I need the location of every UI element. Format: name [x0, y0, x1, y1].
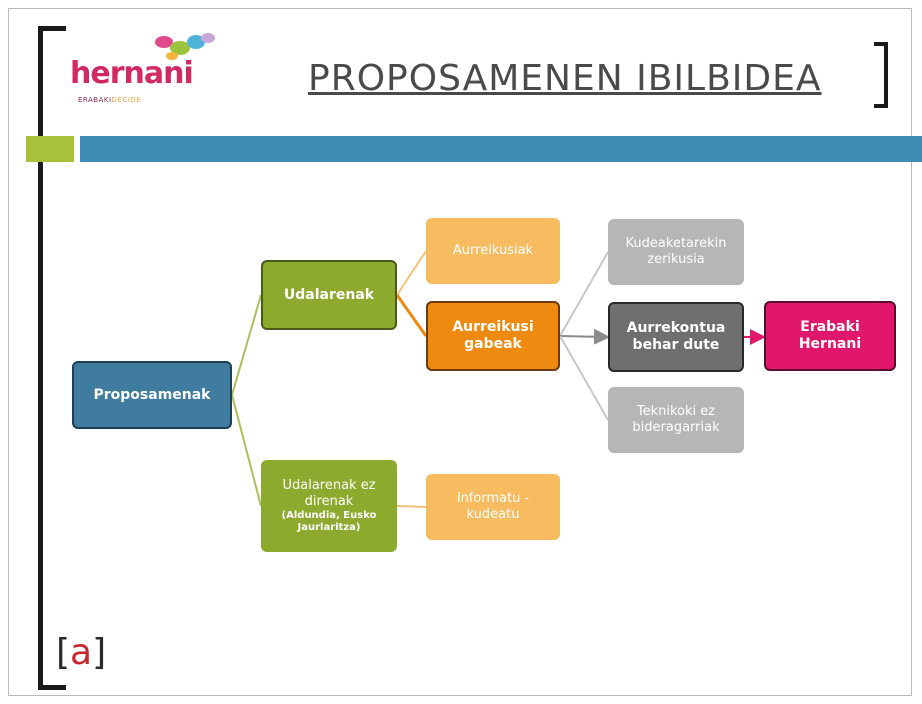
page-title: PROPOSAMENEN IBILBIDEA	[308, 58, 822, 99]
node-udalarenak-ez-label: Udalarenak ez direnak	[282, 478, 376, 509]
node-erabaki-hernani: Erabaki Hernani	[764, 301, 896, 371]
node-kudeaketarekin-zerikusia: Kudeaketarekin zerikusia	[608, 219, 744, 285]
connector-prop-udal	[231, 294, 262, 396]
node-udalarenak-ez-sub: (Aldundia, Eusko Jaurlaritza)	[281, 509, 377, 533]
accent-band-blue	[80, 136, 922, 162]
connector-aurreg-aurrek	[559, 328, 610, 345]
connector-udalez-inform	[396, 505, 427, 508]
connector-aurreg-tekni	[559, 335, 609, 421]
slide-frame	[8, 8, 912, 696]
connector-aurreg-kudea	[559, 251, 609, 337]
logo-text: hernani	[70, 56, 194, 91]
logo-subtitle: ERABAKIDECIDE	[78, 96, 142, 104]
node-udalarenak-ez: Udalarenak ez direnak (Aldundia, Eusko J…	[261, 460, 397, 552]
left-bracket-decoration	[38, 26, 66, 690]
node-aurreikusi-gabeak: Aurreikusi gabeak	[426, 301, 560, 371]
node-teknikoki-ez-bideragarriak: Teknikoki ez bideragarriak	[608, 387, 744, 453]
logo-bubbles-icon	[155, 33, 215, 60]
node-informatu-kudeatu: Informatu - kudeatu	[426, 474, 560, 540]
connector-prop-udalez	[231, 394, 262, 507]
connector-udal-aurreg	[395, 294, 428, 337]
node-udalarenak: Udalarenak	[261, 260, 397, 330]
accent-band-green	[26, 136, 74, 162]
node-proposamenak: Proposamenak	[72, 361, 232, 429]
corner-logo-mark: [a]	[56, 632, 107, 673]
connector-udal-aurre	[396, 250, 427, 296]
right-bracket-decoration	[874, 42, 888, 108]
node-aurreikusiak: Aurreikusiak	[426, 218, 560, 284]
node-aurrekontua-behar-dute: Aurrekontua behar dute	[608, 302, 744, 372]
